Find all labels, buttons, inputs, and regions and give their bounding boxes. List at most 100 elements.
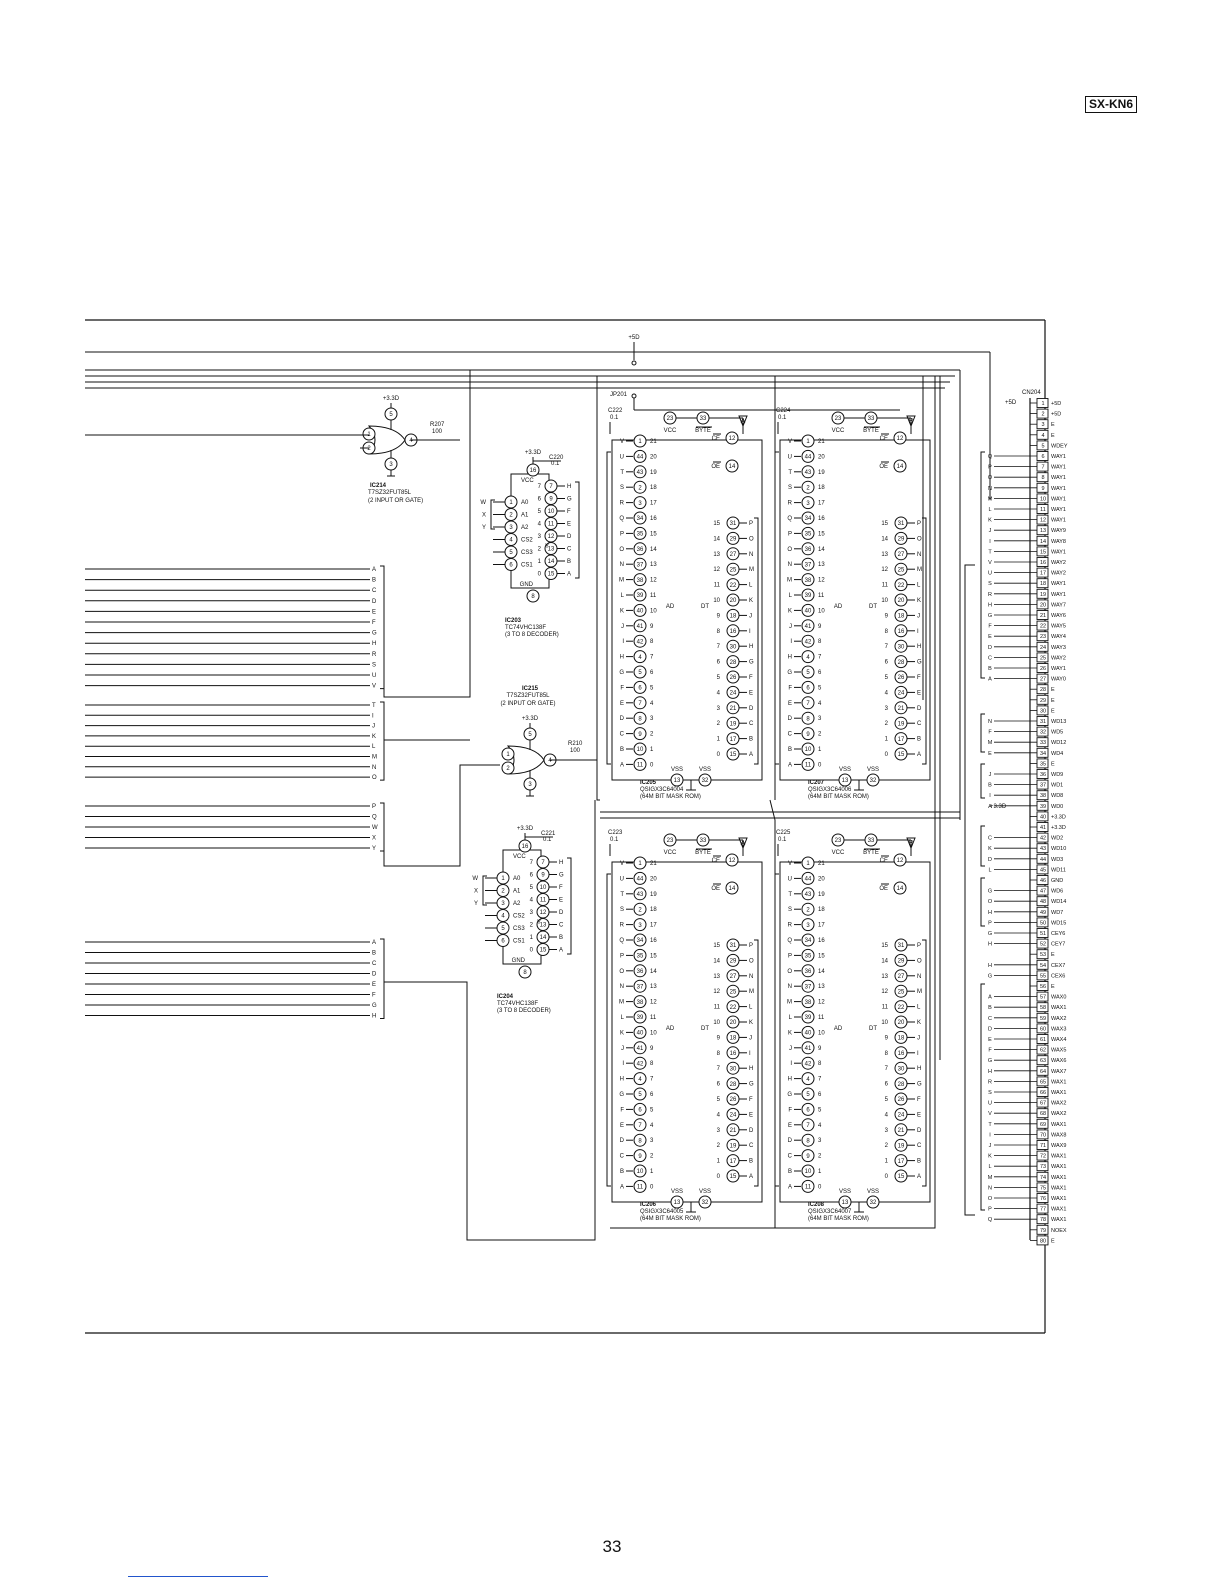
- signal-name: +3.3D: [1051, 825, 1066, 831]
- schematic-label: 21: [650, 439, 657, 445]
- pin-number: 43: [805, 470, 812, 476]
- pin-number: 36: [1040, 772, 1046, 778]
- pin-number: 1: [806, 861, 810, 867]
- schematic-label: 5: [885, 675, 889, 681]
- pin-bubble: [633, 964, 647, 978]
- schematic-label: A: [788, 1184, 792, 1190]
- schematic-label: 7: [818, 655, 822, 661]
- pin-bubble: [633, 1041, 647, 1055]
- schematic-label: 13: [818, 984, 825, 990]
- schematic-label: A2: [521, 525, 529, 531]
- pin-number: 23: [667, 838, 674, 844]
- pin-bubble: [801, 511, 815, 525]
- schematic-label: 3: [717, 1128, 721, 1134]
- pin-number: 1: [638, 861, 642, 867]
- pin-number: 15: [730, 752, 737, 758]
- pin-number: 5: [806, 670, 810, 676]
- schematic-label: I: [622, 639, 624, 645]
- pin-bubble: [633, 449, 647, 463]
- schematic-label: L: [789, 1015, 793, 1021]
- bus-tap-label: C: [988, 1016, 992, 1022]
- schematic-label: Q: [787, 516, 792, 522]
- schematic-label: O: [619, 969, 624, 975]
- pin-bubble: [633, 696, 647, 710]
- signal-name: WAX9: [1051, 1143, 1066, 1149]
- schematic-label: 10: [881, 1020, 888, 1026]
- arrow-icon: [906, 837, 916, 850]
- schematic-label: CE: [712, 858, 720, 864]
- signal-name: WAY0: [1051, 677, 1066, 683]
- pin-number: 10: [637, 1169, 644, 1175]
- pin-number: 2: [638, 485, 642, 491]
- schematic-label: K: [620, 608, 624, 614]
- schematic-label: H: [372, 1014, 376, 1020]
- bus-tap-label: A: [988, 995, 992, 1001]
- schematic-label: 7: [538, 484, 542, 490]
- pin-number: 44: [805, 455, 812, 461]
- schematic-label: OE: [879, 464, 888, 470]
- pin-number: 1: [1041, 401, 1044, 407]
- schematic-label: H: [559, 860, 563, 866]
- schematic-label: 7: [717, 644, 721, 650]
- schematic-label: TC74VHC138F: [497, 1001, 538, 1007]
- bus-tap-label: M: [988, 496, 993, 502]
- pin-number: 7: [806, 1123, 810, 1129]
- signal-name: E: [1051, 1238, 1055, 1244]
- pin-number: 1: [806, 439, 810, 445]
- pin-number: 27: [1040, 677, 1046, 683]
- schematic-label: VSS: [867, 1189, 879, 1195]
- schematic-label: S: [620, 485, 624, 491]
- schematic-label: 1: [650, 747, 654, 753]
- bus-tap-label: G: [988, 613, 992, 619]
- schematic-label: (64M BIT MASK ROM): [808, 1216, 869, 1222]
- pin-number: 40: [805, 1031, 812, 1037]
- schematic-label: 18: [650, 907, 657, 913]
- schematic-label: N: [620, 562, 624, 568]
- pin-bubble: [633, 757, 647, 771]
- pin-number: 9: [638, 1154, 642, 1160]
- bus-tap-label: O: [988, 1196, 993, 1202]
- schematic-label: 10: [881, 598, 888, 604]
- pin-number: 3: [806, 923, 810, 929]
- schematic-label: M: [749, 989, 754, 995]
- pin-bubble: [633, 1179, 647, 1193]
- schematic-label: (2 INPUT OR GATE): [500, 701, 555, 707]
- schematic-label: VSS: [867, 767, 879, 773]
- pin-number: 16: [898, 1051, 905, 1057]
- schematic-label: QSIGX3C64005: [640, 1209, 684, 1215]
- schematic-label: +5D: [1005, 400, 1017, 406]
- pin-number: 7: [549, 484, 553, 490]
- ic-ref: IC214: [370, 483, 387, 489]
- pin-number: 37: [805, 562, 812, 568]
- pin-number: 5: [1041, 443, 1044, 449]
- pin-number: 2: [1041, 412, 1044, 418]
- schematic-label: F: [620, 1107, 624, 1113]
- pin-number: 8: [638, 716, 642, 722]
- pin-number: 39: [805, 1015, 812, 1021]
- pin-number: 1: [501, 876, 505, 882]
- bus-tap-label: Q: [988, 454, 993, 460]
- schematic-label: P: [788, 531, 792, 537]
- schematic-label: 12: [650, 578, 657, 584]
- pin-number: 9: [549, 497, 553, 503]
- schematic-label: G: [749, 660, 754, 666]
- bus-tap-label: N: [988, 719, 992, 725]
- pin-bubble: [801, 933, 815, 947]
- schematic-label: I: [917, 1051, 919, 1057]
- schematic-label: 4: [650, 701, 654, 707]
- schematic-label: H: [372, 641, 376, 647]
- schematic-label: S: [788, 485, 792, 491]
- schematic-label: J: [749, 613, 752, 619]
- signal-name: +5D: [1051, 412, 1061, 418]
- pin-number: 75: [1040, 1185, 1046, 1191]
- pin-number: 78: [1040, 1217, 1046, 1223]
- bus-tap-label: G: [988, 889, 992, 895]
- bus-tap-label: L: [988, 1164, 991, 1170]
- pin-number: 24: [730, 691, 737, 697]
- pin-bubble: [801, 634, 815, 648]
- arrow-icon: [738, 837, 748, 850]
- schematic-label: VCC: [664, 850, 677, 856]
- pin-number: 10: [540, 885, 547, 891]
- pin-number: 19: [898, 721, 905, 727]
- schematic-label: G: [619, 670, 624, 676]
